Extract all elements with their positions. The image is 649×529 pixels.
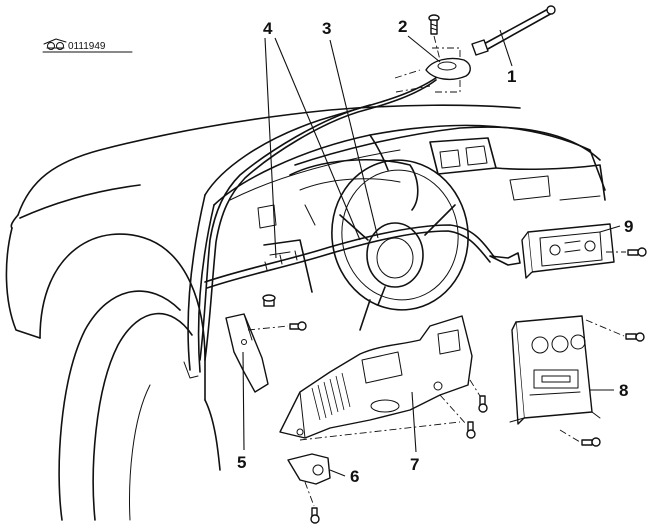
steering-wheel <box>331 159 469 331</box>
callout-labels: 1 2 3 4 5 6 7 8 9 <box>237 17 633 486</box>
dashboard-upper <box>213 124 606 293</box>
antenna-screw-icon <box>428 14 440 35</box>
antenna-mast <box>471 5 556 56</box>
panel-screw-lower-icon <box>466 421 476 439</box>
callout-6: 6 <box>350 467 359 486</box>
callout-4: 4 <box>263 19 273 38</box>
trim-screw-icon <box>289 321 307 331</box>
leader-lines <box>242 29 621 477</box>
callout-3: 3 <box>322 19 331 38</box>
callout-8: 8 <box>619 381 628 400</box>
radio-screw-icon <box>627 247 647 257</box>
figure-code: 0111949 <box>68 41 106 52</box>
bezel-screw-top-icon <box>625 332 645 342</box>
trim-clip-icon <box>262 294 276 307</box>
car-key-icon <box>43 38 67 50</box>
lower-dash-panel <box>279 315 488 441</box>
bracket-screw-icon <box>310 507 320 524</box>
car-body <box>5 104 521 521</box>
center-console-bezel <box>509 315 645 447</box>
figure-code-group: 0111949 <box>42 38 133 53</box>
callout-7: 7 <box>410 455 419 474</box>
antenna-base <box>394 14 471 93</box>
callout-5: 5 <box>237 453 246 472</box>
panel-speaker-grille <box>311 372 351 421</box>
callout-2: 2 <box>398 17 407 36</box>
bezel-screw-bottom-icon <box>581 437 601 447</box>
callout-9: 9 <box>624 217 633 236</box>
panel-screw-right-icon <box>478 395 488 413</box>
side-trim-panel <box>225 294 307 393</box>
radio-unit <box>521 223 647 279</box>
antenna-cable <box>199 74 521 361</box>
bracket-part <box>287 453 331 524</box>
callout-1: 1 <box>507 67 516 86</box>
